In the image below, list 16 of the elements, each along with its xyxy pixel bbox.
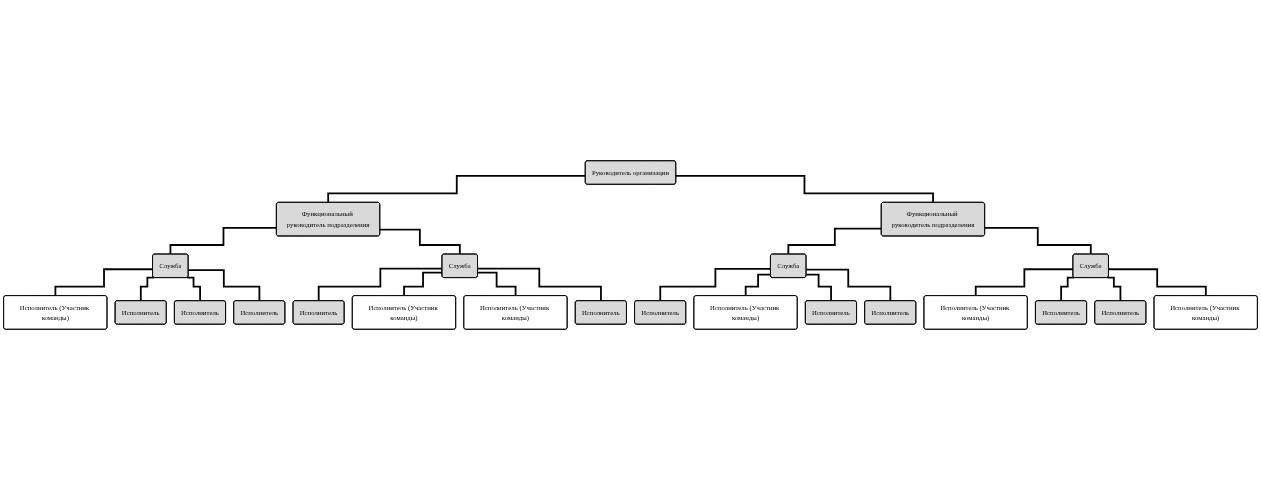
connector [675,174,935,204]
connector [974,268,1074,297]
connector [1107,268,1207,297]
connector [805,268,892,302]
connector [744,273,772,297]
connector [476,267,602,302]
connector [805,273,833,302]
connector [476,271,517,297]
connector [327,174,587,204]
connector [187,269,261,302]
connector [139,276,155,302]
connector [186,276,202,302]
connector [659,268,772,302]
connector [54,268,154,297]
connector [1106,276,1122,302]
connector [1060,276,1076,302]
